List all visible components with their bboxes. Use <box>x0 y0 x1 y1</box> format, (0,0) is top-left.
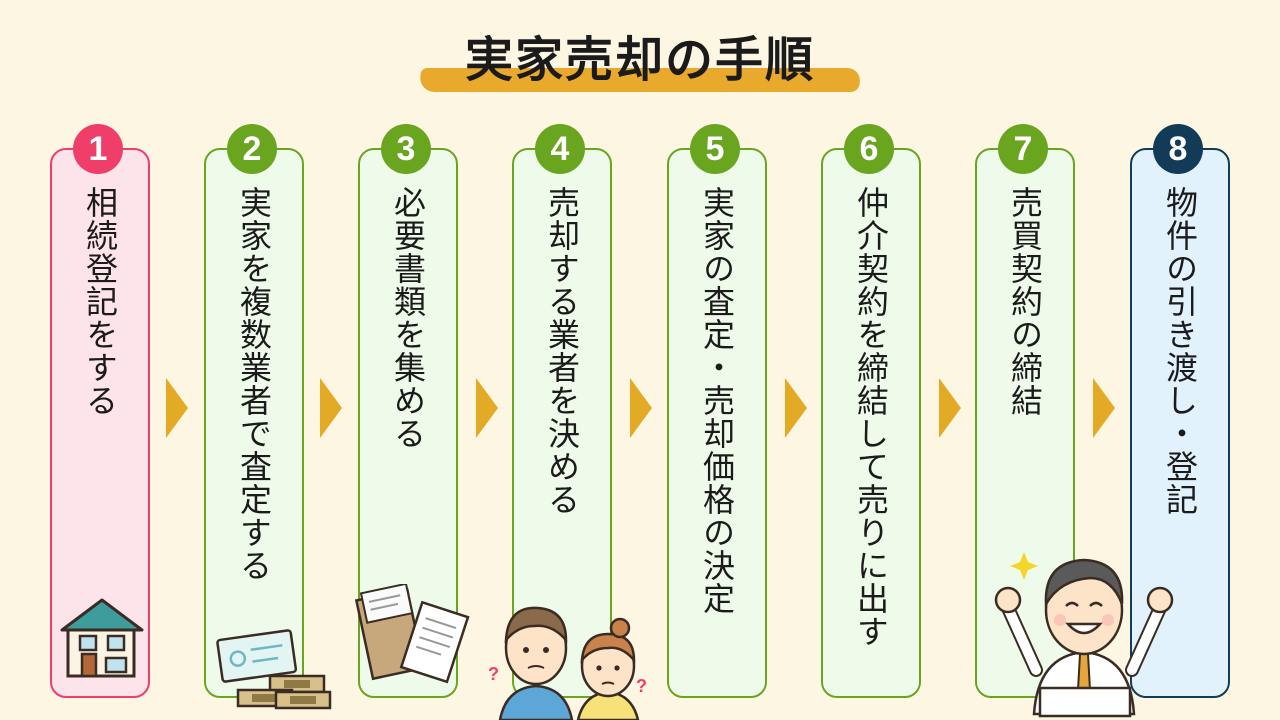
step-card <box>667 148 767 698</box>
step-number-badge: 3 <box>381 124 431 174</box>
step-label: 相続登記をする <box>81 186 119 417</box>
step-label: 物件の引き渡し・登記 <box>1161 186 1199 516</box>
house-icon <box>60 598 144 678</box>
step-8: 8 物件の引き渡し・登記 <box>1130 124 1230 698</box>
step-card <box>1130 148 1230 698</box>
money-icon <box>216 629 332 710</box>
step-label: 売買契約の締結 <box>1006 186 1044 417</box>
step-4: 4 売却する業者を決める <box>512 124 612 698</box>
step-number-badge: 6 <box>844 124 894 174</box>
arrow-icon <box>320 378 342 438</box>
arrow-icon <box>939 378 961 438</box>
step-5: 5 実家の査定・売却価格の決定 <box>667 124 767 698</box>
step-card <box>512 148 612 698</box>
svg-text:?: ? <box>636 676 647 696</box>
step-label: 仲介契約を締結して売りに出す <box>852 186 890 648</box>
arrow-icon <box>1093 378 1115 438</box>
step-number-badge: 7 <box>998 124 1048 174</box>
arrow-icon <box>785 378 807 438</box>
step-2: 2 実家を複数業者で査定する <box>204 124 304 698</box>
couple-thinking-icon: ? ? <box>488 606 647 720</box>
step-number-badge: 5 <box>690 124 740 174</box>
step-label: 必要書類を集める <box>389 186 427 450</box>
page-title: 実家売却の手順 <box>464 32 815 88</box>
step-number-badge: 4 <box>535 124 585 174</box>
title-area: 実家売却の手順 <box>0 18 1280 98</box>
step-number-badge: 1 <box>73 124 123 174</box>
step-6: 6 仲介契約を締結して売りに出す <box>821 124 921 698</box>
businessman-cheering-icon <box>994 552 1174 718</box>
step-number-badge: 8 <box>1153 124 1203 174</box>
step-number-badge: 2 <box>227 124 277 174</box>
step-label: 売却する業者を決める <box>543 186 581 516</box>
arrow-icon <box>166 378 188 438</box>
step-card <box>204 148 304 698</box>
step-card <box>821 148 921 698</box>
arrow-icon <box>630 378 652 438</box>
svg-text:?: ? <box>488 664 499 684</box>
documents-icon <box>354 584 470 684</box>
arrow-icon <box>476 378 498 438</box>
step-label: 実家の査定・売却価格の決定 <box>698 186 736 615</box>
step-label: 実家を複数業者で査定する <box>235 186 273 582</box>
